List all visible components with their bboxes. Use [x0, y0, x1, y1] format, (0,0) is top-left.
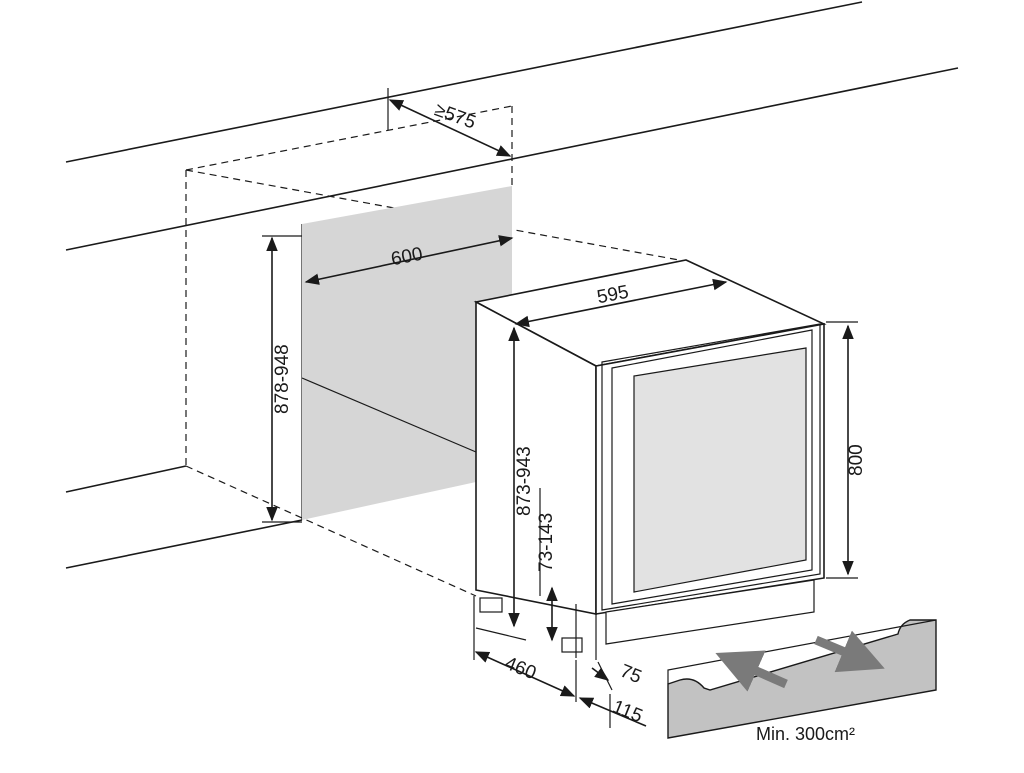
dim-height-cavity: 878-948: [272, 344, 293, 414]
dim-plinth-offset: 75: [617, 661, 644, 688]
dim-depth-cavity: ≥575: [432, 99, 479, 133]
foot-front: [561, 637, 583, 653]
dimension-lines: [262, 88, 858, 728]
ventilation-grille: [667, 619, 937, 739]
dim-feet-height: 73-143: [536, 513, 557, 572]
dim-door-height: 800: [846, 444, 867, 476]
airflow-arrows-icon: [715, 630, 885, 692]
foot-rear: [479, 597, 503, 613]
dim-depth-appliance: 460: [502, 653, 539, 684]
ventilation-label: Min. 300cm²: [756, 724, 855, 744]
door-glass: [633, 347, 807, 593]
dim-height-appliance: 873-943: [514, 446, 535, 516]
